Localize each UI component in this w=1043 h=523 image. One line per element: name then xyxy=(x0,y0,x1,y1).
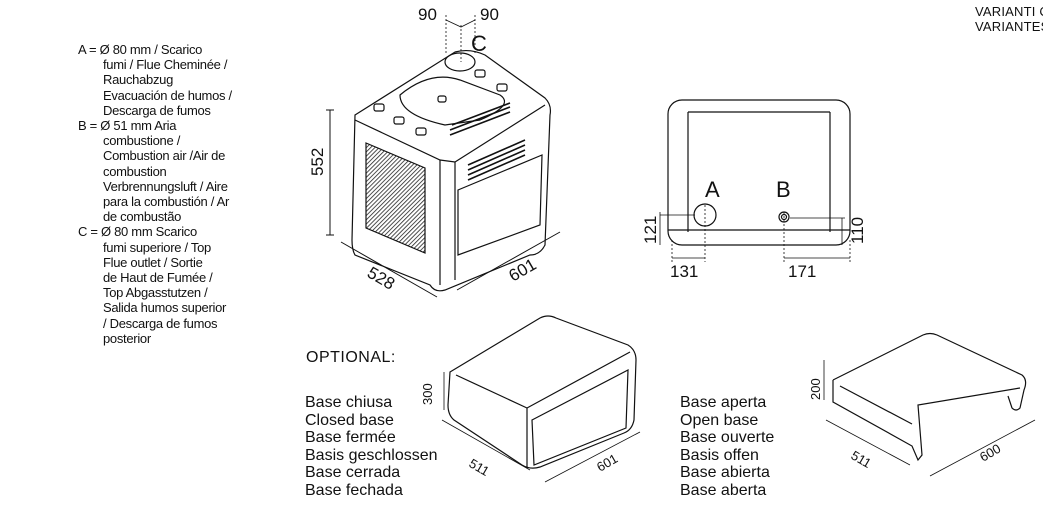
open-base-width: 600 xyxy=(977,441,1003,465)
legend-line: Descarga de fumos xyxy=(103,102,211,118)
base-name: Basis geschlossen xyxy=(305,446,438,464)
base-name: Base aberta xyxy=(680,481,767,499)
open-base-names: Base aperta Open base Base ouverte Basis… xyxy=(680,394,774,500)
variants-heading: VARIANTI C VARIANTES xyxy=(975,4,1043,34)
top-flue-outlet xyxy=(444,52,476,72)
dim-offset-a: 131 xyxy=(670,262,698,281)
closed-base-height: 300 xyxy=(420,383,435,405)
legend-item-b: B = Ø 51 mm Aria combustione / Combustio… xyxy=(78,118,268,224)
front-door xyxy=(457,154,543,256)
legend-line: Combustion air /Air de xyxy=(103,148,226,164)
legend-head: C = Ø 80 mm Scarico xyxy=(78,224,197,240)
base-name: Basis offen xyxy=(680,446,759,464)
base-name: Open base xyxy=(680,411,759,429)
legend-line: / Descarga de fumos xyxy=(103,315,218,331)
base-name: Closed base xyxy=(305,411,394,429)
closed-base-drawing: 300 511 601 xyxy=(420,315,641,483)
base-name: Base aperta xyxy=(680,394,767,411)
stove-isometric-drawing: 90 90 C 552 528 601 xyxy=(308,5,561,298)
legend-item-a: A = Ø 80 mm / Scarico fumi / Flue Chemin… xyxy=(78,42,268,118)
dim-height: 552 xyxy=(308,148,327,176)
legend-head: B = Ø 51 mm Aria xyxy=(78,118,177,134)
base-name: Base ouverte xyxy=(680,429,775,447)
legend-line: Top Abgasstutzen / xyxy=(103,285,208,301)
legend-line: fumi / Flue Cheminée / xyxy=(103,57,228,73)
open-base-depth: 511 xyxy=(849,448,874,471)
optional-label: OPTIONAL: xyxy=(306,349,396,366)
front-vent xyxy=(467,139,526,181)
connections-legend: A = Ø 80 mm / Scarico fumi / Flue Chemin… xyxy=(78,42,268,346)
open-base-height: 200 xyxy=(808,378,823,400)
legend-item-c: C = Ø 80 mm Scarico fumi superiore / Top… xyxy=(78,224,268,346)
label-b: B xyxy=(776,177,791,202)
label-c: C xyxy=(471,31,487,56)
dim-top-left: 90 xyxy=(418,5,437,24)
dim-top-right: 90 xyxy=(480,5,499,24)
top-vent xyxy=(449,102,511,136)
base-name: Base chiusa xyxy=(305,394,393,411)
closed-base-depth: 511 xyxy=(467,456,492,479)
variants-line-2: VARIANTES xyxy=(975,19,1043,34)
dim-height-a: 121 xyxy=(641,216,660,244)
dim-height-b: 110 xyxy=(848,217,867,244)
legend-line: para la combustión / Ar xyxy=(103,194,230,210)
legend-line: fumi superiore / Top xyxy=(103,239,211,255)
closed-base-names: Base chiusa Closed base Base fermée Basi… xyxy=(305,394,438,500)
legend-line: combustione / xyxy=(103,133,181,149)
legend-line: Verbrennungsluft / Aire xyxy=(103,178,228,194)
dim-offset-b: 171 xyxy=(788,262,816,281)
base-name: Base fermée xyxy=(305,429,396,447)
legend-line: posterior xyxy=(103,330,151,346)
label-a: A xyxy=(705,177,720,202)
legend-line: Salida humos superior xyxy=(103,300,227,316)
legend-line: de combustão xyxy=(103,209,182,225)
base-name: Base fechada xyxy=(305,481,403,499)
legend-line: Flue outlet / Sortie xyxy=(103,254,203,270)
legend-line: Rauchabzug xyxy=(103,72,173,88)
base-name: Base cerrada xyxy=(305,464,401,482)
stove-rear-view-drawing: A B 121 110 131 171 xyxy=(641,99,867,281)
variants-line-1: VARIANTI C xyxy=(975,4,1043,19)
dim-depth: 528 xyxy=(364,263,398,294)
legend-line: Evacuación de humos / xyxy=(103,87,232,103)
legend-head: A = Ø 80 mm / Scarico xyxy=(78,42,203,57)
base-name: Base abierta xyxy=(680,464,770,482)
top-lid xyxy=(399,76,505,126)
legend-line: de Haut de Fumée / xyxy=(103,270,213,286)
open-base-drawing: 200 511 600 xyxy=(808,332,1036,477)
side-grille xyxy=(365,142,426,254)
legend-line: combustion xyxy=(103,163,167,179)
